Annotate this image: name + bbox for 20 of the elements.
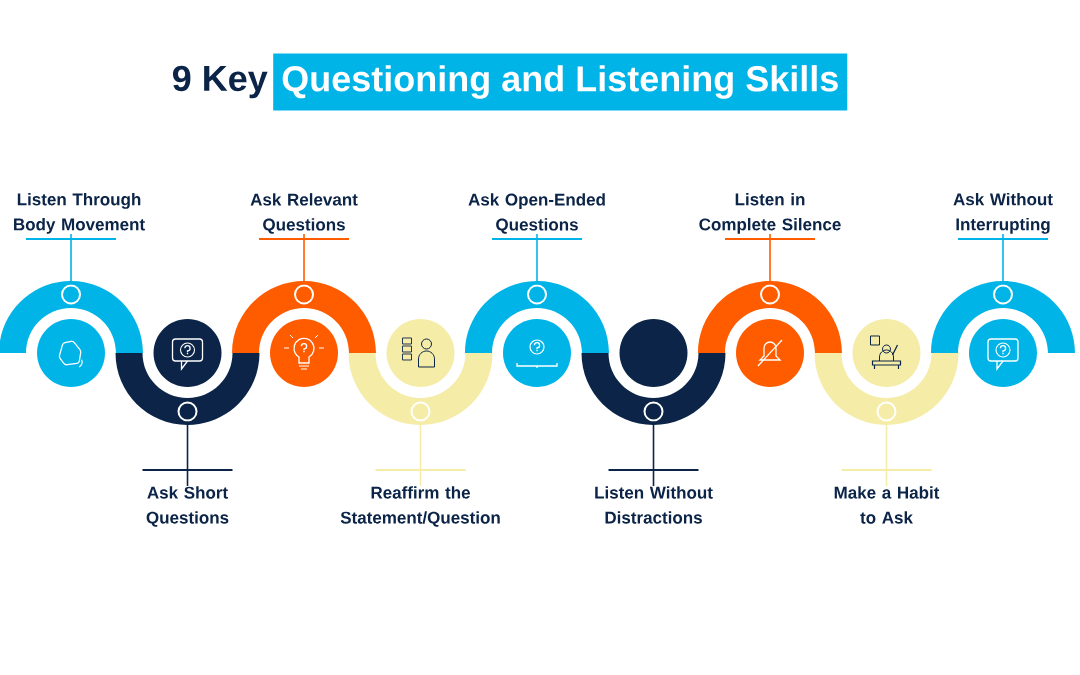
leader-line [419,420,422,487]
leader-line [1002,233,1004,286]
skill-label: Ask Short Questions [146,486,229,527]
skill-label: Listen Without Distractions [595,486,713,524]
skill-label: Make a Habit to Ask [834,486,940,524]
skill-label: Reaffirm the Statement/Question [340,486,500,527]
skill-label: Ask Without Interrupting [953,192,1053,234]
title: 9 Key [173,65,268,99]
leader-line [536,233,538,286]
leader-line [885,420,888,487]
skill-label: Ask Relevant Questions [250,193,358,234]
leader-line [186,420,189,487]
skill-label: Listen Through Body Movement [14,192,145,234]
leader-line [303,233,305,286]
leader-line [652,420,655,487]
highlighted-title: Questioning and Listening Skills [273,53,848,111]
leader-line [769,233,771,286]
skill-label: Ask Open-Ended Questions [468,193,605,234]
skill-label: Listen in Complete Silence [699,192,841,234]
leader-line [70,233,72,286]
